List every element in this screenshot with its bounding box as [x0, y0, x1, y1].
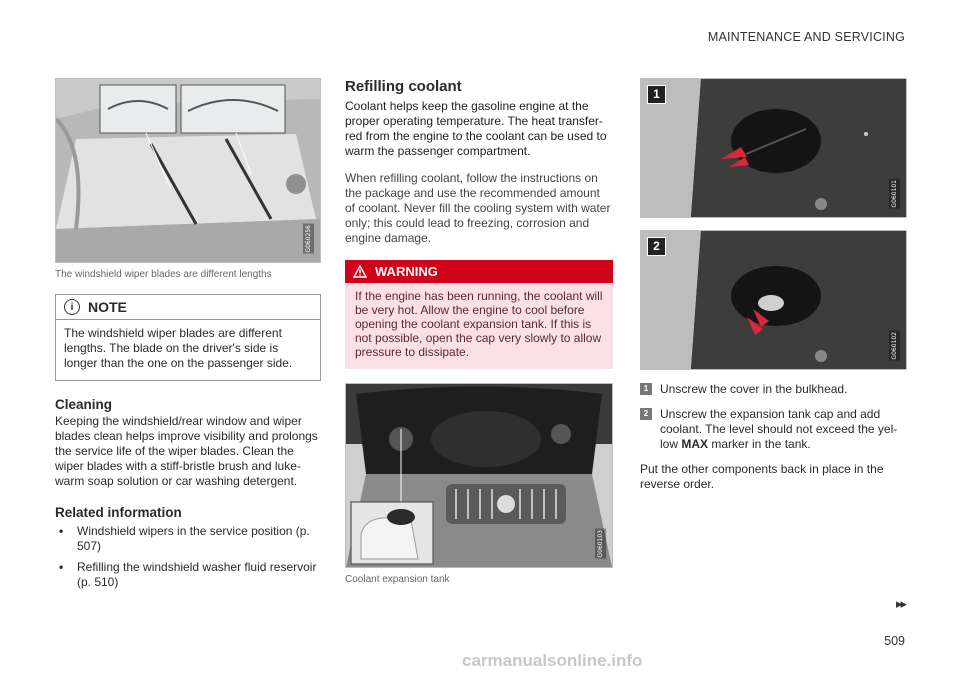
engine-bay-photo: G060103 [345, 383, 613, 568]
expansion-tank-photo: 2 G060102 [640, 230, 907, 370]
image-code: G060103 [595, 529, 606, 559]
note-header: i NOTE [56, 295, 320, 320]
warning-triangle-icon [353, 265, 367, 278]
expansion-tank-illustration [641, 231, 906, 369]
image-code: G060256 [303, 224, 314, 254]
warning-header: WARNING [345, 260, 613, 283]
right-column: 1 G060101 2 G060102 1 Unscrew the cover … [640, 78, 907, 492]
section-title: MAINTENANCE AND SERVICING [707, 30, 905, 44]
related-link-wipers[interactable]: • Windshield wipers in the service posit… [55, 524, 321, 554]
step-item: 2 Unscrew the expansion tank cap and add… [640, 407, 907, 452]
page-number: 509 [884, 634, 905, 648]
step-number: 2 [640, 408, 652, 420]
link-text: Windshield wipers in the service positio… [77, 524, 310, 553]
bulkhead-cover-photo: 1 G060101 [640, 78, 907, 218]
note-text: The windshield wiper blades are differen… [64, 326, 293, 370]
closing-paragraph: Put the other components back in place i… [640, 462, 884, 491]
cleaning-heading: Cleaning [55, 397, 113, 412]
steps-list: 1 Unscrew the cover in the bulkhead. 2 U… [640, 382, 907, 452]
cleaning-text: Keeping the windshield/rear window and w… [55, 414, 318, 488]
middle-column: Refilling coolant Coolant helps keep the… [345, 78, 613, 585]
image-code: G060101 [889, 179, 900, 209]
page-title: Refilling coolant [345, 78, 462, 95]
step-text: Unscrew the expansion tank cap and add c… [660, 407, 898, 451]
info-icon: i [64, 299, 80, 315]
bullet: • [59, 524, 64, 538]
wiper-illustration [56, 79, 320, 262]
warning-heading: WARNING [375, 264, 438, 279]
step-item: 1 Unscrew the cover in the bulkhead. [640, 382, 907, 397]
photo-caption: Coolant expansion tank [345, 574, 450, 585]
related-links: • Windshield wipers in the service posit… [55, 524, 321, 590]
left-column: G060256 The windshield wiper blades are … [55, 78, 321, 596]
step-badge-2: 2 [647, 237, 666, 256]
description-paragraph: When refilling coolant, follow the instr… [345, 171, 611, 245]
related-heading: Related information [55, 505, 182, 520]
bulkhead-illustration [641, 79, 906, 217]
lead-paragraph: Coolant helps keep the gasoline engine a… [345, 99, 607, 158]
engine-illustration [346, 384, 612, 567]
step-text: Unscrew the cover in the bulkhead. [660, 382, 848, 396]
note-box: i NOTE The windshield wiper blades are d… [55, 294, 321, 381]
step-number: 1 [640, 383, 652, 395]
warning-text: If the engine has been running, the cool… [355, 289, 603, 359]
step-badge-1: 1 [647, 85, 666, 104]
warning-box: WARNING If the engine has been running, … [345, 260, 613, 369]
wiper-blades-photo: G060256 [55, 78, 321, 263]
watermark: carmanualsonline.info [462, 651, 643, 670]
bullet: • [59, 560, 64, 574]
related-link-washer[interactable]: • Refilling the windshield washer fluid … [55, 560, 321, 590]
link-text: Refilling the windshield washer fluid re… [77, 560, 317, 589]
max-marker-label: MAX [681, 437, 709, 451]
photo-caption: The windshield wiper blades are differen… [55, 269, 272, 280]
step-text-end: marker in the tank. [708, 437, 811, 451]
image-code: G060102 [889, 331, 900, 361]
note-heading: NOTE [88, 299, 127, 315]
next-page-arrow-icon[interactable]: ▸▸ [895, 596, 907, 611]
